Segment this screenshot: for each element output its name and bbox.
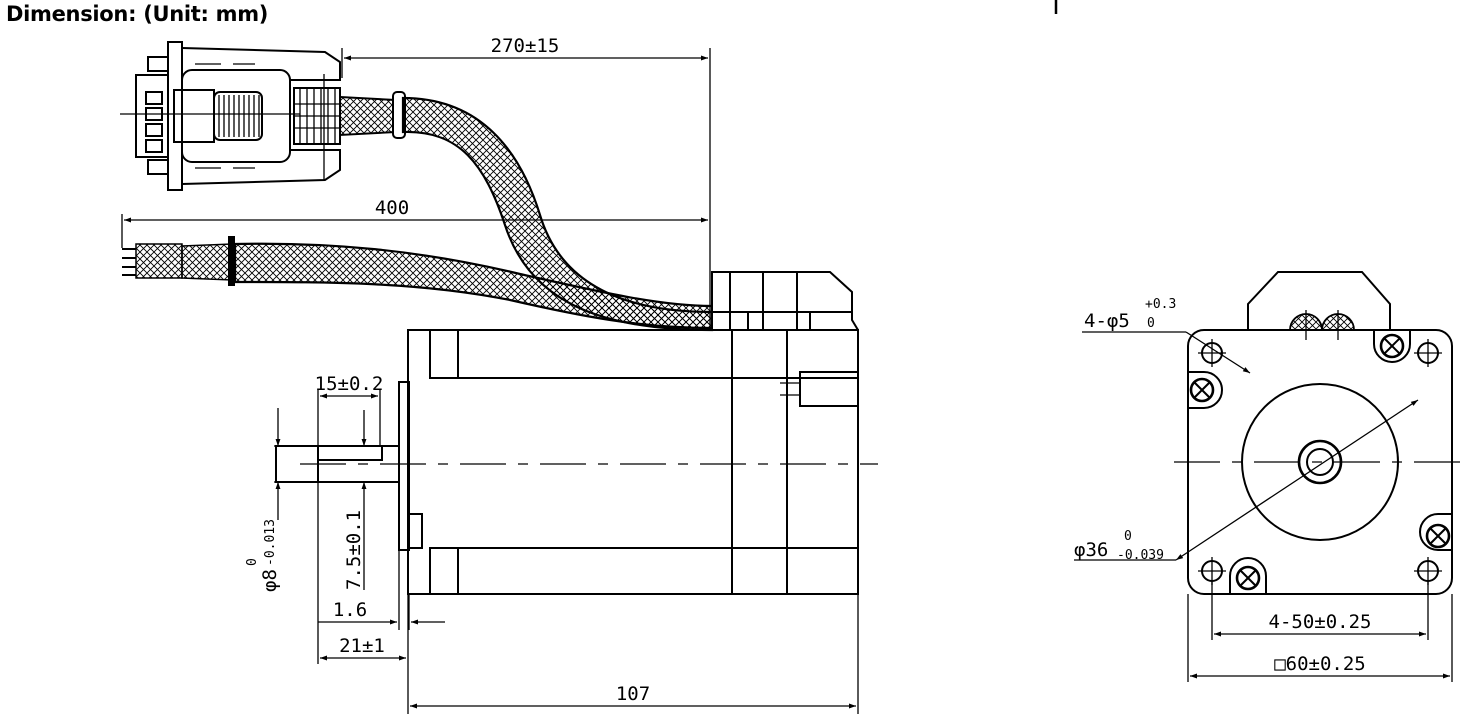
- dim-cable-power: 400: [121, 197, 708, 248]
- dim-hole-pitch: 4-50±0.25: [1211, 580, 1429, 640]
- dim-shaft-diameter: φ8 0 -0.013: [245, 408, 318, 592]
- encoder-connector: [120, 41, 406, 191]
- dim-square-label: □60±0.25: [1274, 653, 1366, 675]
- dim-shaft-diameter-tol-lower: -0.013: [263, 519, 278, 566]
- dim-shaft-length-label: 21±1: [339, 635, 385, 657]
- dim-square: □60±0.25: [1187, 594, 1453, 682]
- dim-shaft-key-length-label: 15±0.2: [315, 373, 384, 395]
- mounting-hole-icon: [1198, 339, 1226, 367]
- dim-flange-thickness-label: 1.6: [333, 599, 367, 621]
- dim-body-length-label: 107: [616, 683, 650, 705]
- dim-body-length: 107: [407, 594, 859, 714]
- dim-shaft-diameter-tol-upper: 0: [245, 558, 260, 566]
- dim-hole-tol-lower: 0: [1147, 316, 1155, 331]
- dim-shaft-key-length: 15±0.2: [315, 373, 384, 446]
- dim-pilot-label: φ36: [1074, 539, 1108, 561]
- screw-icon: [1235, 565, 1261, 591]
- page-title: Dimension: (Unit: mm): [6, 2, 269, 26]
- dim-cable-encoder: 270±15: [341, 35, 711, 330]
- dim-pilot-tol-lower: -0.039: [1117, 548, 1164, 563]
- dim-pilot-callout: φ36 0 -0.039: [1074, 399, 1419, 563]
- screw-icon: [1425, 523, 1451, 549]
- mounting-hole-icon: [1414, 339, 1442, 367]
- dim-hole-label: 4-φ5: [1084, 310, 1130, 332]
- dim-hole-callout: 4-φ5 +0.3 0: [1082, 297, 1251, 374]
- dim-pilot-tol-upper: 0: [1124, 529, 1132, 544]
- motor-body: [398, 329, 859, 595]
- dim-key-height-label: 7.5±0.1: [343, 510, 365, 590]
- dim-hole-pitch-label: 4-50±0.25: [1269, 611, 1372, 633]
- motor-connector-block: [711, 271, 859, 331]
- power-cable: [122, 236, 714, 330]
- dim-cable-encoder-label: 270±15: [491, 35, 560, 57]
- front-view: 4-φ5 +0.3 0 φ36 0 -0.039 4-50±0.25 □60±0…: [1074, 271, 1470, 682]
- dim-hole-tol-upper: +0.3: [1145, 297, 1176, 312]
- dim-shaft-length: 21±1: [317, 482, 409, 664]
- dim-shaft-diameter-label: φ8: [259, 569, 281, 592]
- side-view: 270±15 400 15±0.2 φ8 0 -0.013: [120, 35, 878, 714]
- screw-icon: [1379, 333, 1405, 359]
- screw-icon: [1189, 377, 1215, 403]
- dim-flange-thickness: 1.6: [318, 550, 445, 630]
- dim-cable-power-label: 400: [375, 197, 409, 219]
- dim-key-height: 7.5±0.1: [343, 410, 367, 590]
